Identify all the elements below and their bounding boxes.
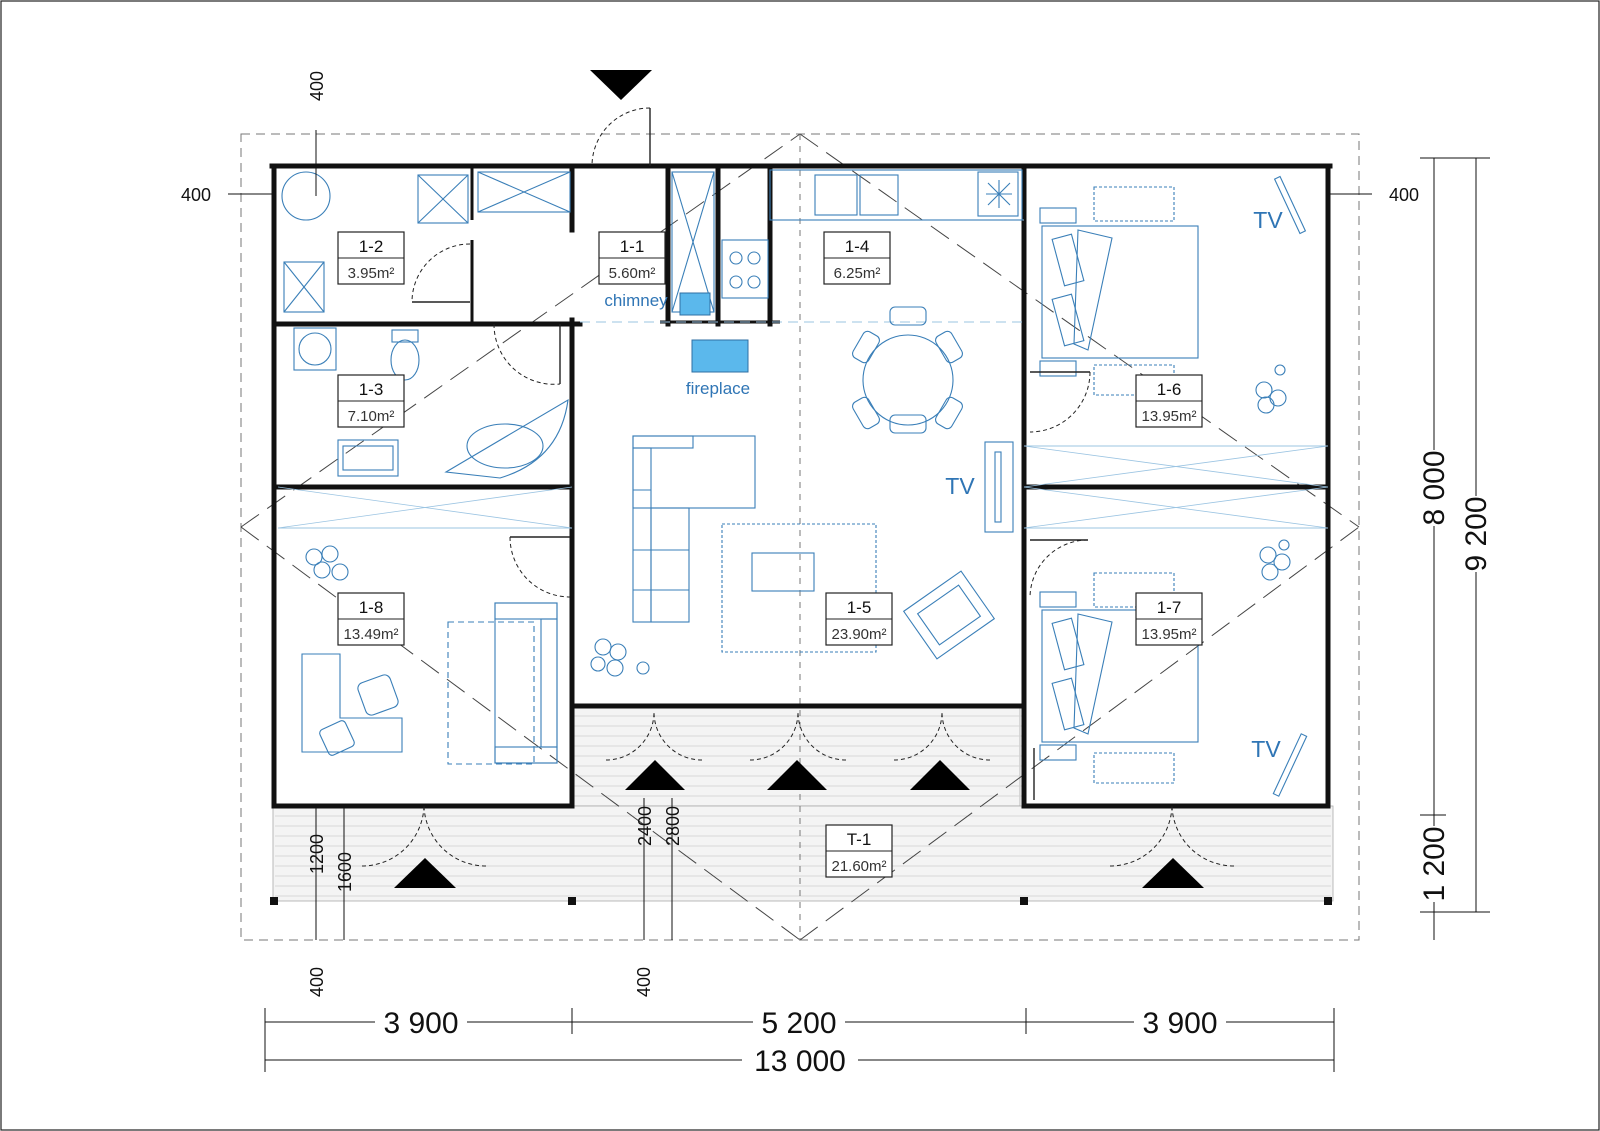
doors: [361, 107, 1235, 867]
chimney-label: chimney: [604, 291, 668, 310]
room-id: 1-2: [359, 237, 384, 256]
dim-terrace-mid-a: 2400: [635, 806, 655, 846]
dim-terrace-mid-b: 2800: [663, 806, 683, 846]
dim-overhang-top: 400: [307, 71, 327, 101]
office-chair-icon: [357, 674, 399, 716]
room-id: 1-8: [359, 598, 384, 617]
corner-desk-icon: [301, 653, 403, 753]
room-area: 3.95m²: [348, 265, 395, 282]
entrance-arrow-icon: [910, 760, 970, 790]
shower-tray-icon: [293, 327, 337, 371]
dim-overhang-right: 400: [1389, 185, 1419, 205]
corner-bathtub-icon: [444, 398, 569, 479]
washing-machine-icon: [281, 171, 331, 221]
entrance-arrow-icon: [767, 760, 827, 790]
room-label-1-5: 1-5 23.90m²: [825, 592, 893, 646]
plant-icon: [305, 545, 349, 581]
room-area: 23.90m²: [831, 626, 886, 643]
room-id: 1-4: [845, 237, 870, 256]
tv-icon: [1272, 733, 1308, 797]
plant-icon: [590, 638, 650, 677]
tv-label-living: TV: [945, 473, 975, 499]
dim-bottom-middle: 5 200: [761, 1007, 836, 1040]
plant-icon: [1255, 364, 1287, 414]
room-area: 13.95m²: [1141, 626, 1196, 643]
room-label-1-7: 1-7 13.95m²: [1135, 592, 1203, 646]
stove-icon: [721, 239, 769, 299]
tv-icon: [1273, 175, 1307, 235]
chimney-icon: [679, 292, 711, 316]
sofa-bed-icon: [494, 602, 558, 764]
roof-diagonals: [240, 133, 1360, 941]
tv-cabinet-icon: [984, 441, 1014, 533]
entrance-arrow-icon: [1142, 858, 1204, 888]
room-id: T-1: [847, 830, 872, 849]
room-id: 1-3: [359, 380, 384, 399]
double-bed-icon: [1041, 609, 1199, 743]
rug-icon: [721, 523, 877, 653]
room-area: 13.95m²: [1141, 408, 1196, 425]
room-label-T-1: T-1 21.60m²: [825, 824, 893, 878]
dim-overhang-bottom-left: 400: [307, 967, 327, 997]
room-area: 7.10m²: [348, 408, 395, 425]
room-label-1-1: 1-1 5.60m²: [598, 231, 666, 285]
room-area: 21.60m²: [831, 858, 886, 875]
room-label-1-2: 1-2 3.95m²: [337, 231, 405, 285]
dim-terrace-left-b: 1600: [335, 852, 355, 892]
main-entrance-arrow-icon: [590, 70, 652, 100]
room-id: 1-6: [1157, 380, 1182, 399]
entrance-arrow-icon: [394, 858, 456, 888]
dim-right-total: 9 200: [1460, 496, 1493, 571]
kitchen-sink-icon: [814, 174, 858, 216]
dim-overhang-left: 400: [181, 185, 211, 205]
plant-icon: [1259, 539, 1291, 581]
armchair-icon: [902, 570, 996, 660]
room-labels: 1-2 3.95m² 1-1 5.60m² 1-4 6.25m² 1-3 7.1…: [337, 231, 1203, 878]
tv-label-bedroom-1-7: TV: [1251, 736, 1281, 762]
dim-overhang-bottom-mid: 400: [634, 967, 654, 997]
walls: [269, 163, 1333, 905]
toilet-icon: [391, 329, 419, 343]
furniture: [281, 169, 1308, 797]
dim-terrace-left-a: 1200: [307, 834, 327, 874]
dimension-text: 3 900 5 200 3 900 13 000 8 000 9 200 1 2…: [181, 71, 1493, 1078]
room-id: 1-1: [620, 237, 645, 256]
coffee-table-icon: [751, 552, 815, 592]
room-area: 6.25m²: [834, 265, 881, 282]
dim-bottom-left: 3 900: [383, 1007, 458, 1040]
entry-markers: [394, 70, 1204, 888]
dim-right-body: 8 000: [1418, 450, 1451, 525]
dim-right-terrace: 1 200: [1418, 826, 1451, 901]
room-area: 5.60m²: [609, 265, 656, 282]
dining-table-icon: [862, 334, 954, 426]
sink-icon: [337, 439, 399, 477]
fireplace-label: fireplace: [686, 379, 750, 398]
tv-label-bedroom-1-6: TV: [1253, 207, 1283, 233]
fireplace-icon: [691, 339, 749, 373]
dim-bottom-right: 3 900: [1142, 1007, 1217, 1040]
room-label-1-8: 1-8 13.49m²: [337, 592, 405, 646]
room-id: 1-5: [847, 598, 872, 617]
room-label-1-6: 1-6 13.95m²: [1135, 374, 1203, 428]
internal-guides: [277, 219, 1329, 529]
room-area: 13.49m²: [343, 626, 398, 643]
double-bed-icon: [1041, 225, 1199, 359]
room-label-1-3: 1-3 7.10m²: [337, 374, 405, 428]
room-label-1-4: 1-4 6.25m²: [823, 231, 891, 285]
entrance-arrow-icon: [625, 760, 685, 790]
dim-bottom-total: 13 000: [754, 1045, 846, 1078]
room-id: 1-7: [1157, 598, 1182, 617]
